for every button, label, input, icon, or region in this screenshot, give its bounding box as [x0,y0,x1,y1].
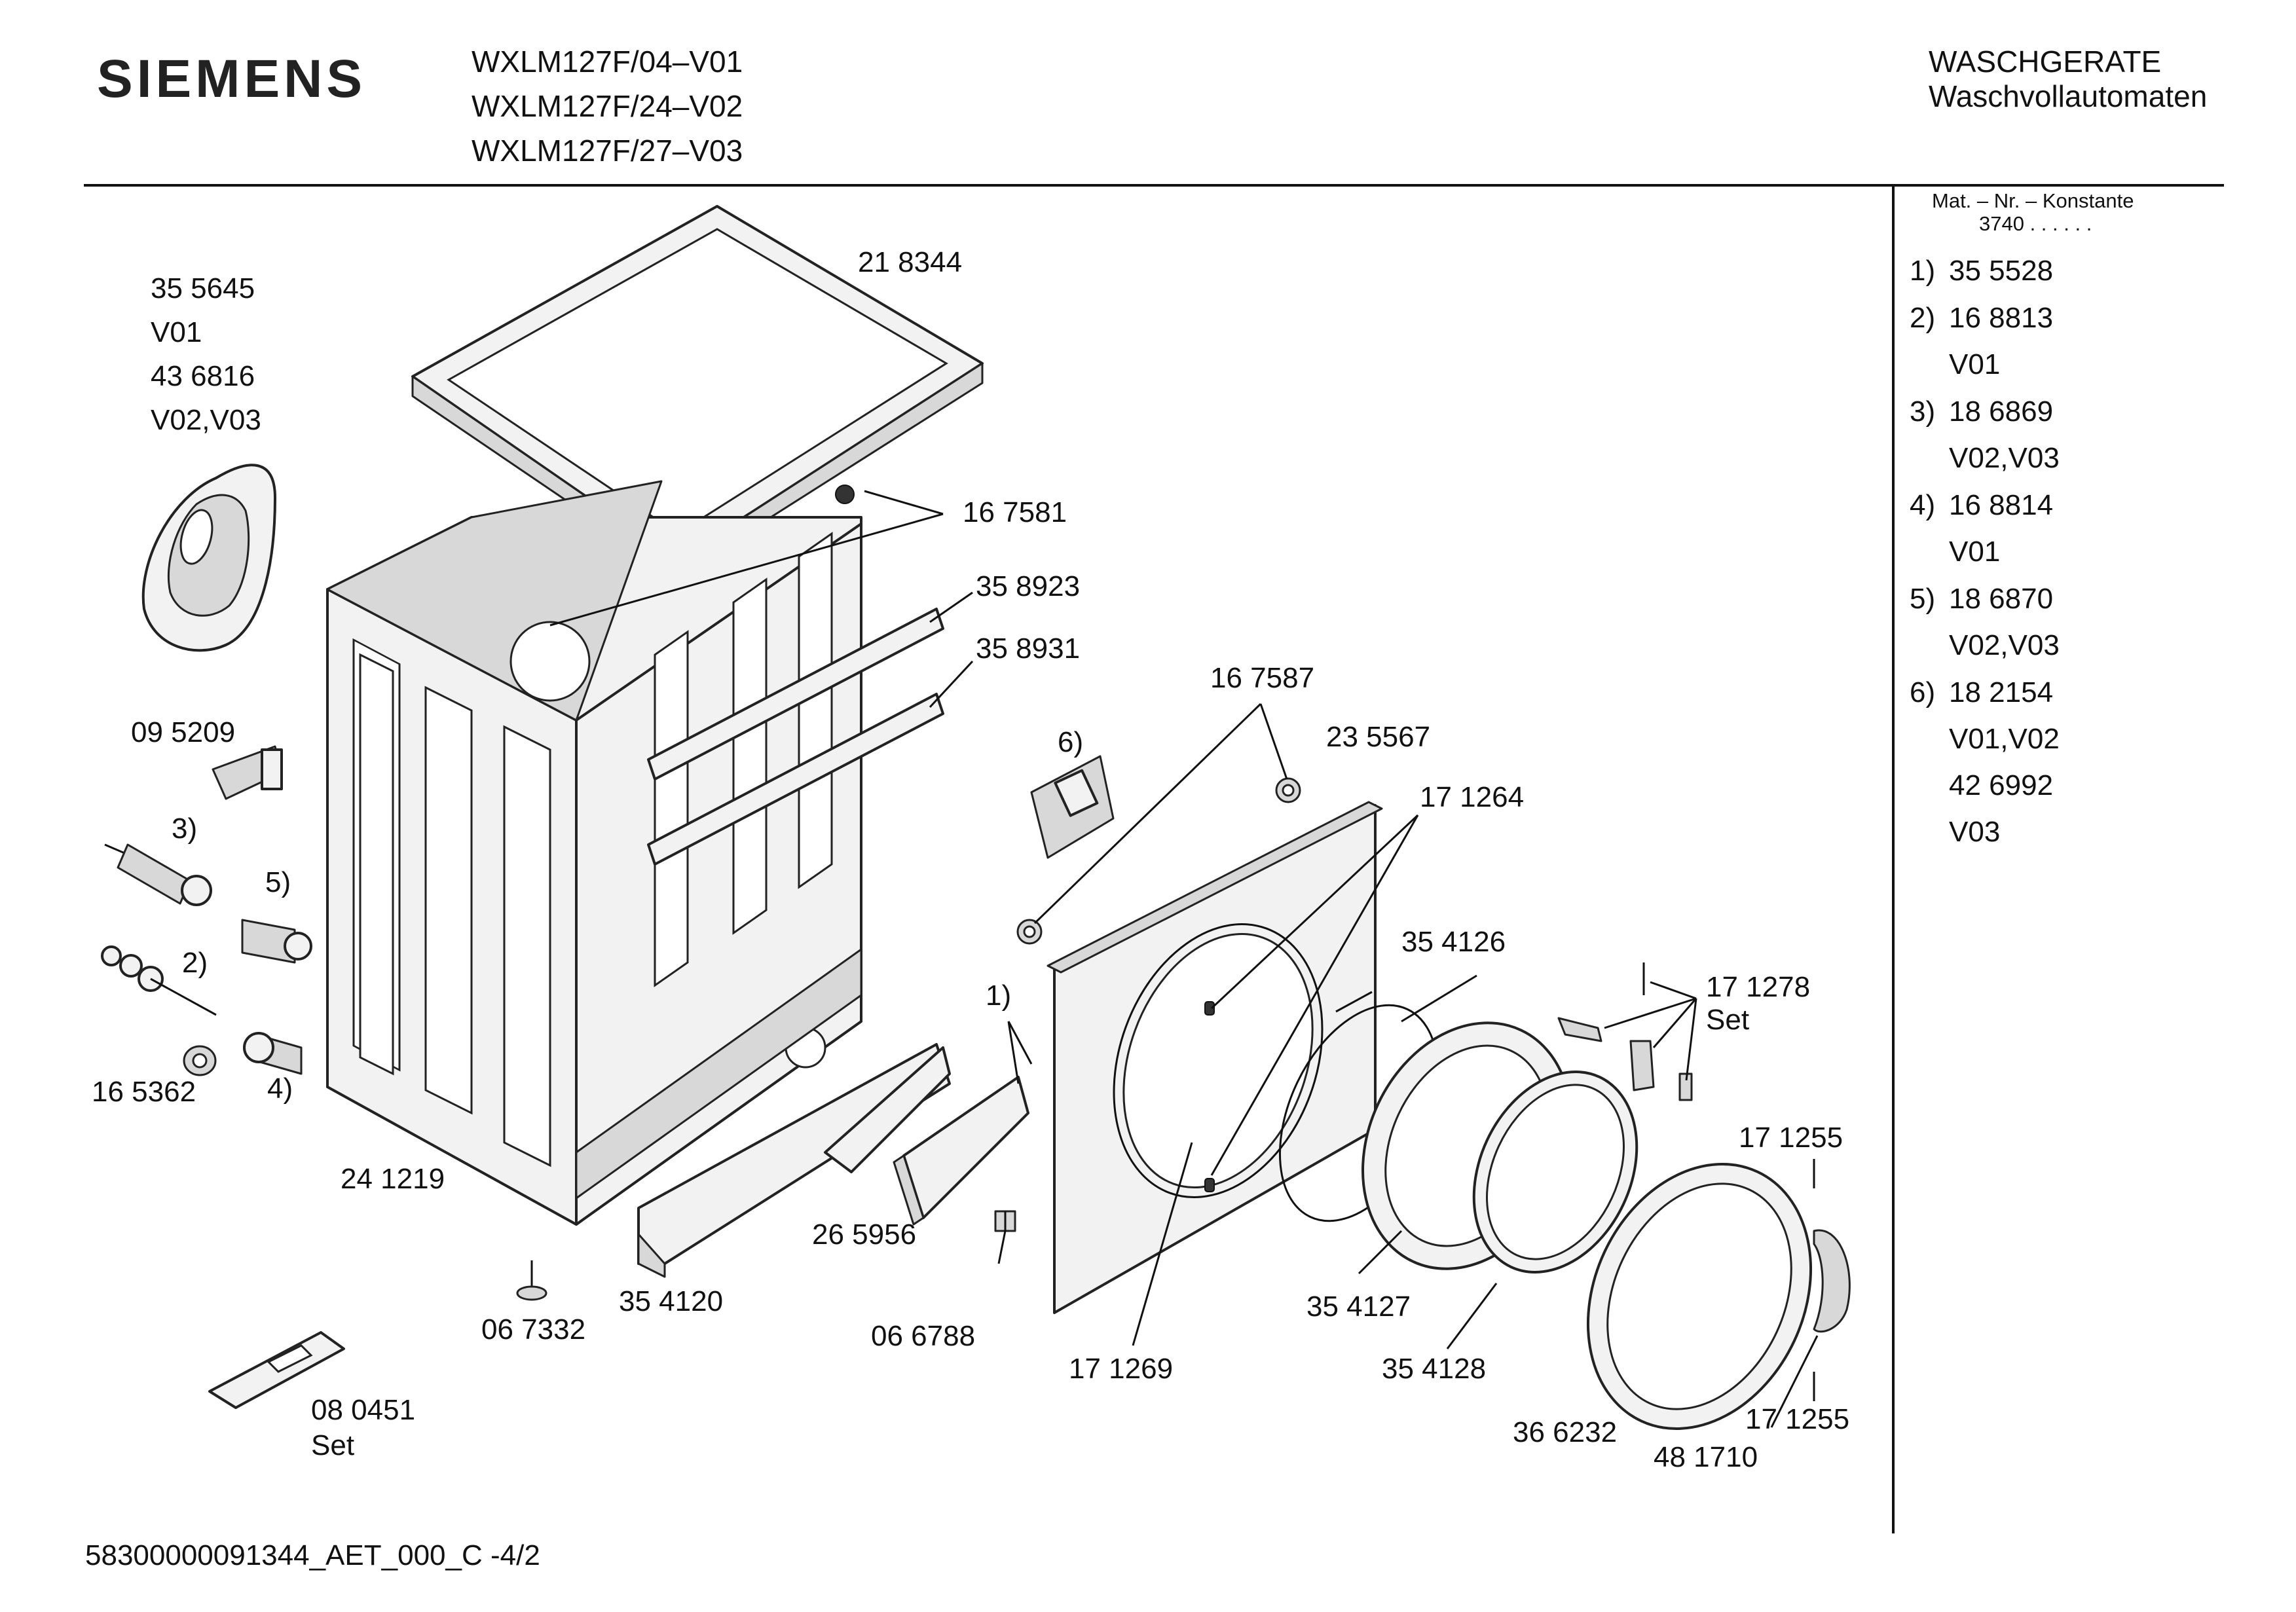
list-item-part: 18 6869 [1949,395,2053,428]
part-labels: 35 5645 V01 43 6816 V02,V03 21 8344 16 7… [92,246,1849,1473]
plinth-parts [637,1043,1029,1278]
label-hinge-clip: 09 5209 [131,716,235,748]
label-rail-a: 35 8923 [976,570,1080,602]
model-number-1: WXLM127F/04–V01 [472,45,743,79]
document-code: 58300000091344_AET_000_C -4/2 [85,1539,540,1571]
list-item-number: 6) [1910,676,1935,708]
list-item-part: 16 8813 [1949,302,2053,334]
hinge-clip-part [212,745,283,800]
front-panel-part [1046,801,1383,1314]
list-item-number: 3) [1910,395,1935,428]
label-set-b: Set [1706,1004,1749,1036]
list-item-number: 2) [1910,302,1935,334]
list-item-note: V02,V03 [1949,442,2060,474]
label-ref-5: 5) [265,866,291,898]
label-ref-6: 6) [1058,726,1083,758]
label-ref-1: 1) [986,980,1011,1012]
list-item-number: 1) [1910,255,1935,287]
list-item-part: 18 6870 [1949,583,2053,615]
label-pin-bottom: 17 1255 [1745,1403,1849,1435]
label-rear-cover-2: 43 6816 [151,360,255,392]
label-variant-v02-v03: V02,V03 [151,404,261,436]
label-rear-cover-1: 35 5645 [151,272,255,304]
constant-value: 3740 . . . . . . [1979,212,2092,235]
clip-parts [1016,777,1301,945]
rail-parts [647,485,944,866]
damper-parts [101,843,312,1076]
label-ref-2: 2) [182,947,208,979]
label-spring: 17 1269 [1069,1353,1173,1385]
list-item-part: 35 5528 [1949,255,2053,287]
model-number-3: WXLM127F/27–V03 [472,134,743,168]
label-set-a: Set [311,1429,354,1461]
door-outer-ring-part [1586,1163,1813,1430]
label-ref-3: 3) [172,813,197,845]
label-clip-a: 16 7581 [963,496,1067,528]
category-title: WASCHGERATE [1929,45,2161,79]
label-pin-top: 17 1255 [1739,1122,1843,1154]
label-cabinet: 24 1219 [341,1163,445,1195]
leader-lines [549,490,1819,1428]
label-door-glass: 35 4128 [1382,1353,1486,1385]
list-item-note: V01,V02 [1949,723,2060,755]
label-ref-4: 4) [267,1072,293,1105]
label-top-cover: 21 8344 [858,246,962,278]
list-item-note: V01 [1949,348,2000,380]
list-item-number: 5) [1910,583,1935,615]
label-door-inner-frame: 35 4127 [1306,1291,1411,1323]
label-clip-b: 16 7587 [1210,662,1314,694]
list-item-number: 4) [1910,489,1935,521]
door-kit-parts [1557,962,1693,1101]
door-glass-part [1472,1071,1639,1273]
list-item-note: V02,V03 [1949,629,2060,661]
rear-cover-part [141,464,276,652]
door-hinge-part [1813,1159,1851,1401]
sidebar-part-list: 1) 35 5528 2) 16 8813 V01 3) 18 6869 V02… [1910,255,2060,848]
label-variant-v01: V01 [151,316,202,348]
list-item-note: V01 [1949,536,2000,568]
model-number-2: WXLM127F/24–V02 [472,89,743,123]
screw-parts [516,1210,1016,1301]
label-rail-b: 35 8931 [976,632,1080,665]
category-subtitle: Waschvollautomaten [1929,79,2207,113]
label-gasket: 35 4126 [1401,926,1506,958]
label-foot-screw: 06 7332 [481,1313,585,1346]
label-screw: 06 6788 [871,1320,975,1352]
label-door-kit: 17 1278 [1706,971,1810,1003]
constant-label: Mat. – Nr. – Konstante [1932,189,2134,212]
label-front-panel: 23 5567 [1326,721,1430,753]
label-panel-insert: 26 5956 [812,1218,916,1251]
label-bumper: 17 1264 [1420,781,1524,813]
door-lock-part [1030,755,1115,859]
list-item-note: V03 [1949,816,2000,848]
list-item-part: 42 6992 [1949,769,2053,801]
label-foot-pad: 16 5362 [92,1076,196,1108]
list-item-part: 18 2154 [1949,676,2053,708]
label-foot-bracket: 08 0451 [311,1394,415,1426]
label-door-hinge: 48 1710 [1654,1441,1758,1473]
label-plinth: 35 4120 [619,1285,723,1317]
brand-logo: SIEMENS [97,49,366,109]
label-door-ring: 36 6232 [1513,1416,1617,1448]
foot-bracket-part [208,1331,345,1409]
list-item-part: 16 8814 [1949,489,2053,521]
cabinet-frame-part [326,480,862,1226]
